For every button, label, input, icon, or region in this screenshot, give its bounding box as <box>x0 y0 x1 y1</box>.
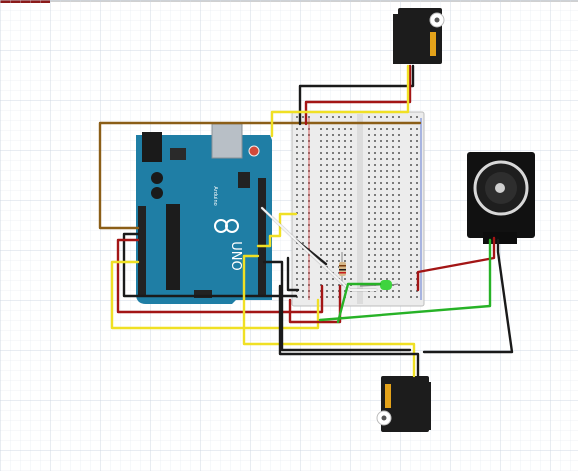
breadboard-terminal-strip-left <box>318 116 356 302</box>
servo-top-mount-tab-left <box>393 14 401 64</box>
resistor-band-1 <box>339 265 346 267</box>
wire-yellow-servo-top-signal[interactable] <box>270 64 410 138</box>
wire-green-speaker[interactable] <box>318 238 492 322</box>
arduino-brand-label: Arduino <box>212 186 218 205</box>
servo-bottom-mount-tab-right <box>425 382 431 430</box>
arduino-atmega-chip <box>166 204 180 290</box>
arduino-icsp-header <box>194 290 212 298</box>
wire-black-arduino-gnd-rail[interactable] <box>122 232 298 298</box>
arduino-uno-board[interactable]: UNO Arduino <box>136 123 272 304</box>
wire-green-led[interactable] <box>336 282 382 324</box>
wire-black-servo-bottom-ground[interactable] <box>278 284 420 378</box>
servo-bottom-label <box>385 384 391 408</box>
wire-black-speaker-ground[interactable] <box>422 238 514 354</box>
arduino-voltage-regulator <box>170 148 186 160</box>
resistor-band-3 <box>339 272 346 274</box>
arduino-capacitor-2 <box>151 187 163 199</box>
servo-bottom-horn-center <box>381 415 387 421</box>
wire-black-servo-top-ground[interactable] <box>298 64 415 126</box>
arduino-uno-label: UNO <box>228 241 243 270</box>
servo-bottom-body <box>381 376 429 432</box>
arduino-icsp-header-2 <box>238 172 250 188</box>
wire-brown-long[interactable] <box>98 121 422 230</box>
arduino-power-analog-header <box>138 206 146 296</box>
breadboard-power-rail-right <box>408 116 422 302</box>
resistor-band-2 <box>339 269 346 271</box>
wire-white-diagonal[interactable] <box>261 207 377 291</box>
speaker-dust-cap <box>495 183 505 193</box>
servo-top-horn-center <box>434 17 440 23</box>
wire-red-arduino-5v-rail[interactable] <box>116 238 324 314</box>
arduino-reset-button[interactable] <box>248 145 260 157</box>
servo-top-label <box>430 32 436 56</box>
wire-red-servo-bottom-power[interactable] <box>288 284 342 324</box>
wire-yellow-digital-to-breadboard[interactable] <box>256 212 298 248</box>
led-leg-cathode <box>391 283 399 286</box>
led-body <box>380 280 392 290</box>
wires <box>98 64 514 378</box>
arduino-capacitor-1 <box>151 172 163 184</box>
arduino-usb-port <box>211 123 243 159</box>
wire-red-speaker[interactable] <box>416 236 496 292</box>
resistor[interactable] <box>339 252 346 286</box>
servo-top[interactable] <box>393 8 445 64</box>
wire-black-digital-to-breadboard[interactable] <box>262 260 412 352</box>
breadboard-center-channel <box>357 114 363 304</box>
breadboard-power-rail-left <box>296 116 310 302</box>
arduino-power-jack <box>142 132 162 162</box>
wire-black-short-1[interactable] <box>286 256 300 292</box>
breadboard-terminal-strip-right <box>366 116 404 302</box>
speaker-base <box>483 232 517 244</box>
arduino-digital-header <box>258 178 266 296</box>
speaker[interactable] <box>467 152 535 244</box>
servo-bottom[interactable] <box>376 376 431 432</box>
breadboard[interactable] <box>291 111 425 307</box>
wire-yellow-arduino-pin-a[interactable] <box>110 260 320 330</box>
arduino-logo <box>214 219 239 233</box>
